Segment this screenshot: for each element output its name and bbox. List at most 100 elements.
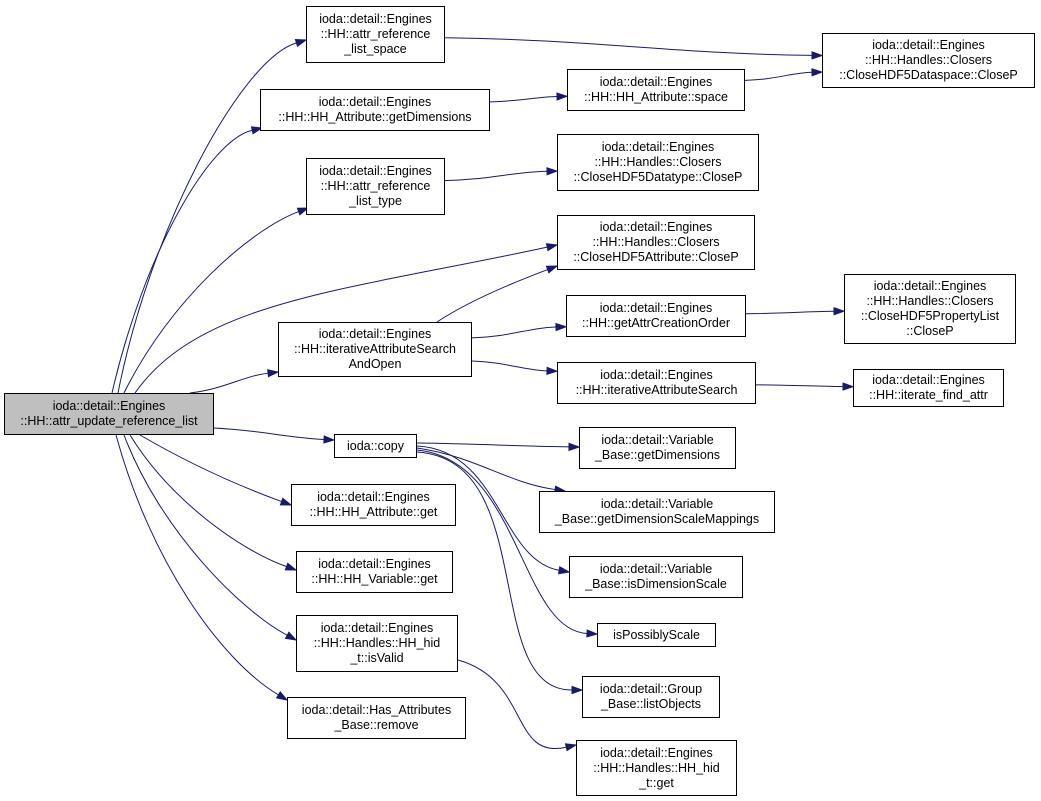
node-label-line: ioda::detail::Engines [52, 399, 166, 413]
edge-n0-n13 [134, 246, 548, 394]
node-label-line: ::CloseHDF5Attribute::CloseP [573, 250, 739, 264]
node-variable-base-isdimensionscale[interactable]: ioda::detail::Variable _Base::isDimensio… [569, 556, 743, 598]
node-attr-update-reference-list: ioda::detail::Engines ::HH::attr_update_… [4, 393, 214, 435]
node-label-line: ::HH::Handles::Closers [594, 155, 722, 169]
edge-arrowhead [546, 366, 559, 376]
edge-arrowhead [545, 243, 559, 252]
node-label-line: isPossiblyScale [613, 627, 700, 642]
edge-arrowhead [555, 322, 568, 332]
edge-arrowhead [833, 307, 846, 316]
node-label-line: ::HH::Handles::Closers [592, 235, 720, 249]
node-label-line: ioda::detail::Engines [318, 327, 432, 341]
edge-arrowhead [564, 743, 578, 752]
node-label-line: ioda::detail::Engines [599, 75, 713, 89]
node-hh-variable-get[interactable]: ioda::detail::Engines ::HH::HH_Variable:… [296, 551, 453, 593]
node-label-line: ioda::detail::Engines [600, 745, 713, 760]
node-label-line: ::HH::iterate_find_attr [869, 388, 988, 402]
node-label-line: ioda::detail::Engines [319, 12, 432, 26]
node-attr-reference-list-type[interactable]: ioda::detail::Engines ::HH::attr_referen… [306, 158, 445, 215]
node-variable-base-getdimensions[interactable]: ioda::detail::Variable _Base::getDimensi… [579, 427, 736, 469]
edge-n0-n7 [129, 434, 287, 568]
edge-arrowhead [294, 39, 308, 48]
edge-n14-n16 [745, 310, 835, 315]
edge-n1-n10 [444, 37, 813, 56]
node-label-line: _Base::isDimensionScale [585, 577, 727, 591]
node-label-line: ::HH::Handles::HH_hid [313, 636, 441, 650]
edge-n5-n22 [416, 451, 573, 691]
node-label-line: ioda::copy [347, 438, 404, 453]
node-close-hdf5-attribute-closep[interactable]: ioda::detail::Engines ::HH::Handles::Clo… [557, 215, 755, 270]
edge-arrowhead [811, 51, 824, 60]
node-iterative-attribute-search-and-open[interactable]: ioda::detail::Engines ::HH::iterativeAtt… [278, 322, 472, 377]
node-label-line: ::CloseHDF5Datatype::CloseP [573, 170, 743, 184]
node-label-line: ::HH::attr_reference [320, 27, 431, 41]
node-label-line: ioda::detail::Engines [599, 301, 713, 315]
edge-n0-n6 [139, 434, 282, 503]
node-label-line: ioda::detail::Engines [872, 373, 985, 387]
node-label-line: ::HH::Handles::Closers [864, 53, 993, 67]
node-iterative-attribute-search[interactable]: ioda::detail::Engines ::HH::iterativeAtt… [557, 362, 756, 404]
edge-n2-n11 [489, 96, 558, 103]
edge-n5-n20 [416, 445, 560, 571]
node-label-line: ioda::detail::Engines [872, 38, 985, 52]
node-hh-hid-t-get[interactable]: ioda::detail::Engines ::HH::Handles::HH_… [576, 740, 737, 796]
node-label-line: _t::isValid [350, 651, 404, 665]
node-label-line: ::HH::Handles::HH_hid [593, 760, 720, 775]
edge-n4-n15 [471, 360, 548, 372]
edge-n0-n4 [189, 372, 269, 394]
node-label-line: ioda::detail::Variable [599, 562, 713, 576]
edge-arrowhead [811, 68, 824, 77]
edge-arrowhead [546, 167, 559, 176]
node-attr-reference-list-space[interactable]: ioda::detail::Engines ::HH::attr_referen… [306, 6, 445, 63]
node-get-attr-creation-order[interactable]: ioda::detail::Engines ::HH::getAttrCreat… [566, 295, 746, 337]
edge-arrowhead [586, 629, 599, 638]
node-label-line: ::HH::attr_reference [320, 179, 431, 193]
edge-n3-n12 [444, 170, 548, 182]
edge-arrowhead [557, 566, 571, 575]
node-close-hdf5-dataspace-closep[interactable]: ioda::detail::Engines ::HH::Handles::Clo… [822, 33, 1035, 88]
node-iterate-find-attr[interactable]: ioda::detail::Engines ::HH::iterate_find… [853, 369, 1004, 407]
edge-n5-n18 [416, 442, 570, 448]
edge-arrowhead [275, 691, 289, 701]
node-group-base-listobjects[interactable]: ioda::detail::Group _Base::listObjects [582, 676, 720, 718]
node-label-line: _Base::remove [334, 718, 419, 732]
edge-arrowhead [842, 382, 855, 391]
node-close-hdf5-propertylist-closep[interactable]: ioda::detail::Engines ::HH::Handles::Clo… [844, 274, 1016, 344]
node-label-line: ::CloseP [906, 324, 954, 338]
node-label-line: ioda::detail::Engines [601, 140, 715, 154]
edge-arrowhead [279, 497, 293, 506]
edge-n0-n2 [111, 129, 253, 394]
node-label-line: ::HH::attr_update_reference_list [20, 414, 198, 428]
node-label-line: ioda::detail::Engines [320, 621, 434, 635]
edge-arrowhead [267, 369, 280, 378]
node-label-line: AndOpen [348, 357, 402, 371]
node-label-line: ::HH::Handles::Closers [866, 294, 994, 308]
edge-n0-n1 [117, 42, 297, 394]
edge-arrowhead [323, 435, 336, 444]
node-label-line: ::HH::iterativeAttributeSearch [575, 383, 738, 397]
edge-arrowhead [284, 631, 298, 641]
node-label-line: _t::get [639, 775, 674, 790]
node-ioda-copy[interactable]: ioda::copy [334, 434, 417, 458]
node-variable-base-getdimensionscalemappings[interactable]: ioda::detail::Variable _Base::getDimensi… [539, 491, 775, 533]
edge-n4-n13 [436, 269, 548, 323]
edge-arrowhead [556, 92, 569, 101]
node-label-line: ::HH::HH_Attribute::space [584, 90, 728, 104]
edge-arrowhead [250, 126, 264, 135]
node-label-line: ioda::detail::Variable [600, 497, 714, 511]
node-hh-attribute-get[interactable]: ioda::detail::Engines ::HH::HH_Attribute… [291, 484, 456, 526]
node-hh-attribute-getdimensions[interactable]: ioda::detail::Engines ::HH::HH_Attribute… [260, 89, 490, 131]
edge-n0-n9 [115, 434, 279, 696]
node-has-attributes-base-remove[interactable]: ioda::detail::Has_Attributes _Base::remo… [287, 697, 466, 739]
edge-n0-n3 [123, 211, 299, 394]
node-is-possibly-scale[interactable]: isPossiblyScale [597, 623, 716, 647]
node-close-hdf5-datatype-closep[interactable]: ioda::detail::Engines ::HH::Handles::Clo… [557, 134, 759, 191]
node-hh-attribute-space[interactable]: ioda::detail::Engines ::HH::HH_Attribute… [567, 69, 745, 111]
node-hh-hid-t-isvalid[interactable]: ioda::detail::Engines ::HH::Handles::HH_… [296, 615, 458, 672]
node-label-line: ::HH::getAttrCreationOrder [582, 316, 730, 330]
node-label-line: ioda::detail::Has_Attributes [301, 703, 452, 717]
edge-n8-n23 [457, 659, 567, 750]
edge-n5-n21 [416, 449, 588, 634]
